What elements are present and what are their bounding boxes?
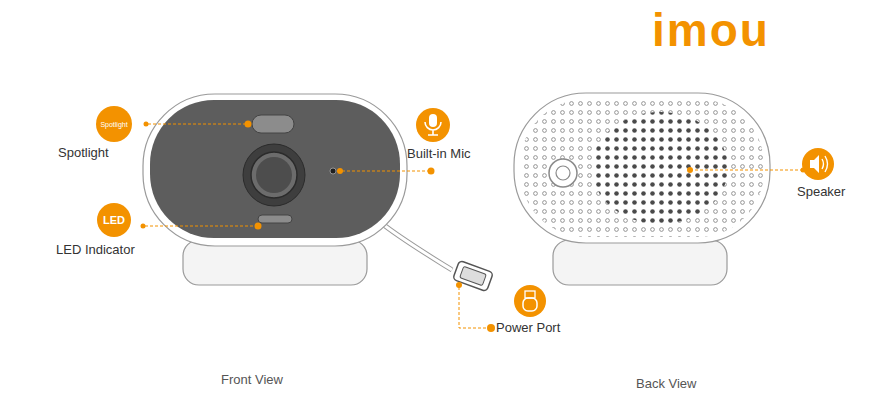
part-label: Built-in Mic [407,146,471,162]
part-label: Power Port [496,320,560,336]
part-label: LED Indicator [56,242,135,258]
view-caption: Front View [221,372,283,388]
led-badge: LED [97,203,131,237]
part-label: Speaker [797,184,845,200]
spotlight-badge: Spotlight [96,106,132,142]
part-label: Spotlight [58,145,109,161]
brand-logo: imou [652,4,770,57]
badge-text: Spotlight [100,121,127,128]
badge-text: LED [103,214,125,226]
view-caption: Back View [636,376,696,392]
